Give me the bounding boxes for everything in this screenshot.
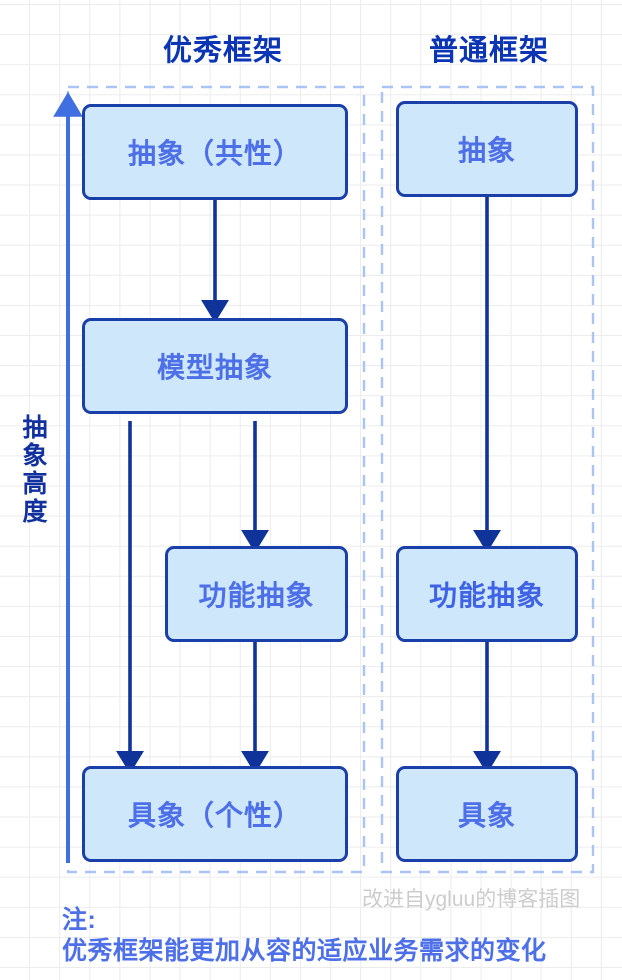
- axis-label-char-2: 象: [22, 442, 48, 470]
- footer-note: 注: 优秀框架能更加从容的适应业务需求的变化: [62, 905, 547, 968]
- note-heading: 注:: [62, 906, 97, 934]
- node-concrete-individual[interactable]: 具象（个性）: [82, 766, 348, 862]
- column-title-ordinary: 普通框架: [428, 35, 549, 67]
- node-model-abstraction[interactable]: 模型抽象: [82, 318, 348, 414]
- node-concrete[interactable]: 具象: [396, 766, 578, 862]
- node-abstraction-common[interactable]: 抽象（共性）: [82, 104, 348, 200]
- node-function-abstraction-right[interactable]: 功能抽象: [396, 546, 578, 642]
- node-abstraction[interactable]: 抽象: [396, 101, 578, 197]
- group-outline-ordinary: [380, 85, 595, 874]
- axis-label-char-1: 抽: [22, 414, 48, 442]
- column-title-excellent: 优秀框架: [162, 35, 283, 67]
- node-function-abstraction-left[interactable]: 功能抽象: [165, 546, 348, 642]
- note-body: 优秀框架能更加从容的适应业务需求的变化: [62, 937, 547, 966]
- axis-label-char-3: 高: [22, 470, 48, 498]
- watermark-text: 改进自ygluu的博客插图: [362, 888, 581, 911]
- axis-label-char-4: 度: [22, 498, 48, 526]
- abstraction-height-axis-label: 抽 象 高 度: [14, 414, 56, 526]
